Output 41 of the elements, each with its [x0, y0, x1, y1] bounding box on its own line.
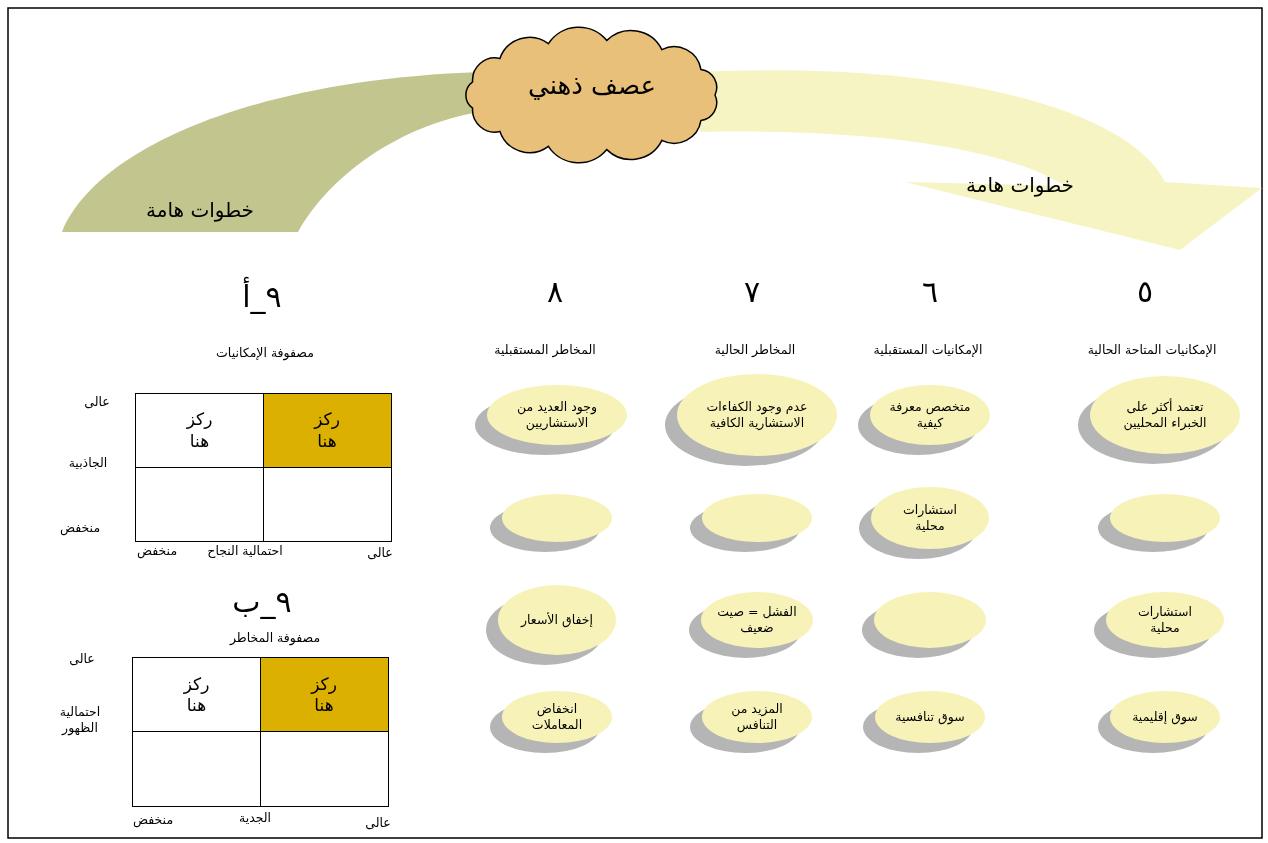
column-number: ٥	[1136, 273, 1154, 311]
ellipse: سوق تنافسية	[875, 691, 985, 743]
matrix-cell: ركز هنا	[132, 657, 261, 733]
ellipse: المزيد من التنافس	[702, 691, 812, 743]
axis-label: منخفض	[59, 520, 101, 536]
matrix-number: ٩_أ	[242, 278, 282, 316]
axis-label: عالى	[84, 394, 110, 410]
column-number: ٦	[921, 273, 939, 311]
matrix-cell	[259, 731, 389, 807]
axis-label: عالى	[69, 651, 95, 667]
ellipse: عدم وجود الكفاءات الاستشارية الكافية	[677, 374, 837, 456]
column-number: ٧	[743, 273, 761, 311]
matrix-cell: ركز هنا	[135, 393, 264, 468]
axis-label: الجاذبية	[68, 455, 108, 471]
matrix-number: ٩_ب	[232, 583, 292, 621]
column-number: ٨	[546, 273, 564, 311]
ellipse: سوق إقليمية	[1110, 691, 1220, 743]
ellipse: استشارات محلية	[871, 487, 989, 549]
ellipse: انخفاض المعاملات	[502, 691, 612, 743]
column-heading: الإمكانيات المتاحة الحالية	[1087, 342, 1217, 358]
matrix-title: مصفوفة الإمكانيات	[216, 345, 314, 361]
matrix-title: مصفوفة المخاطر	[229, 630, 321, 646]
matrix-cell	[132, 731, 261, 807]
column-heading: المخاطر الحالية	[714, 342, 796, 358]
axis-label: احتمالية النجاح	[207, 543, 283, 559]
ellipse: تعتمد أكثر على الخبراء المحليين	[1090, 376, 1240, 454]
column-heading: الإمكانيات المستقبلية	[873, 342, 983, 358]
matrix-cell	[135, 466, 264, 542]
ellipse: استشارات محلية	[1106, 592, 1224, 648]
ellipse: الفشل = صيت ضعيف	[701, 592, 813, 648]
matrix-cell	[262, 466, 392, 542]
column-heading: المخاطر المستقبلية	[494, 342, 596, 358]
axis-label: احتمالية الظهور	[58, 704, 102, 736]
ellipse: متخصص معرفة كيفية	[870, 385, 990, 445]
matrix-cell: ركز هنا	[262, 393, 392, 468]
ellipse: وجود العديد من الاستشاريين	[487, 385, 627, 445]
axis-label: الجدية	[238, 810, 272, 826]
axis-label: منخفض	[136, 543, 178, 559]
axis-label: منخفض	[132, 812, 174, 828]
matrix-cell: ركز هنا	[259, 657, 389, 733]
ellipse: إخفاق الأسعار	[498, 585, 616, 655]
